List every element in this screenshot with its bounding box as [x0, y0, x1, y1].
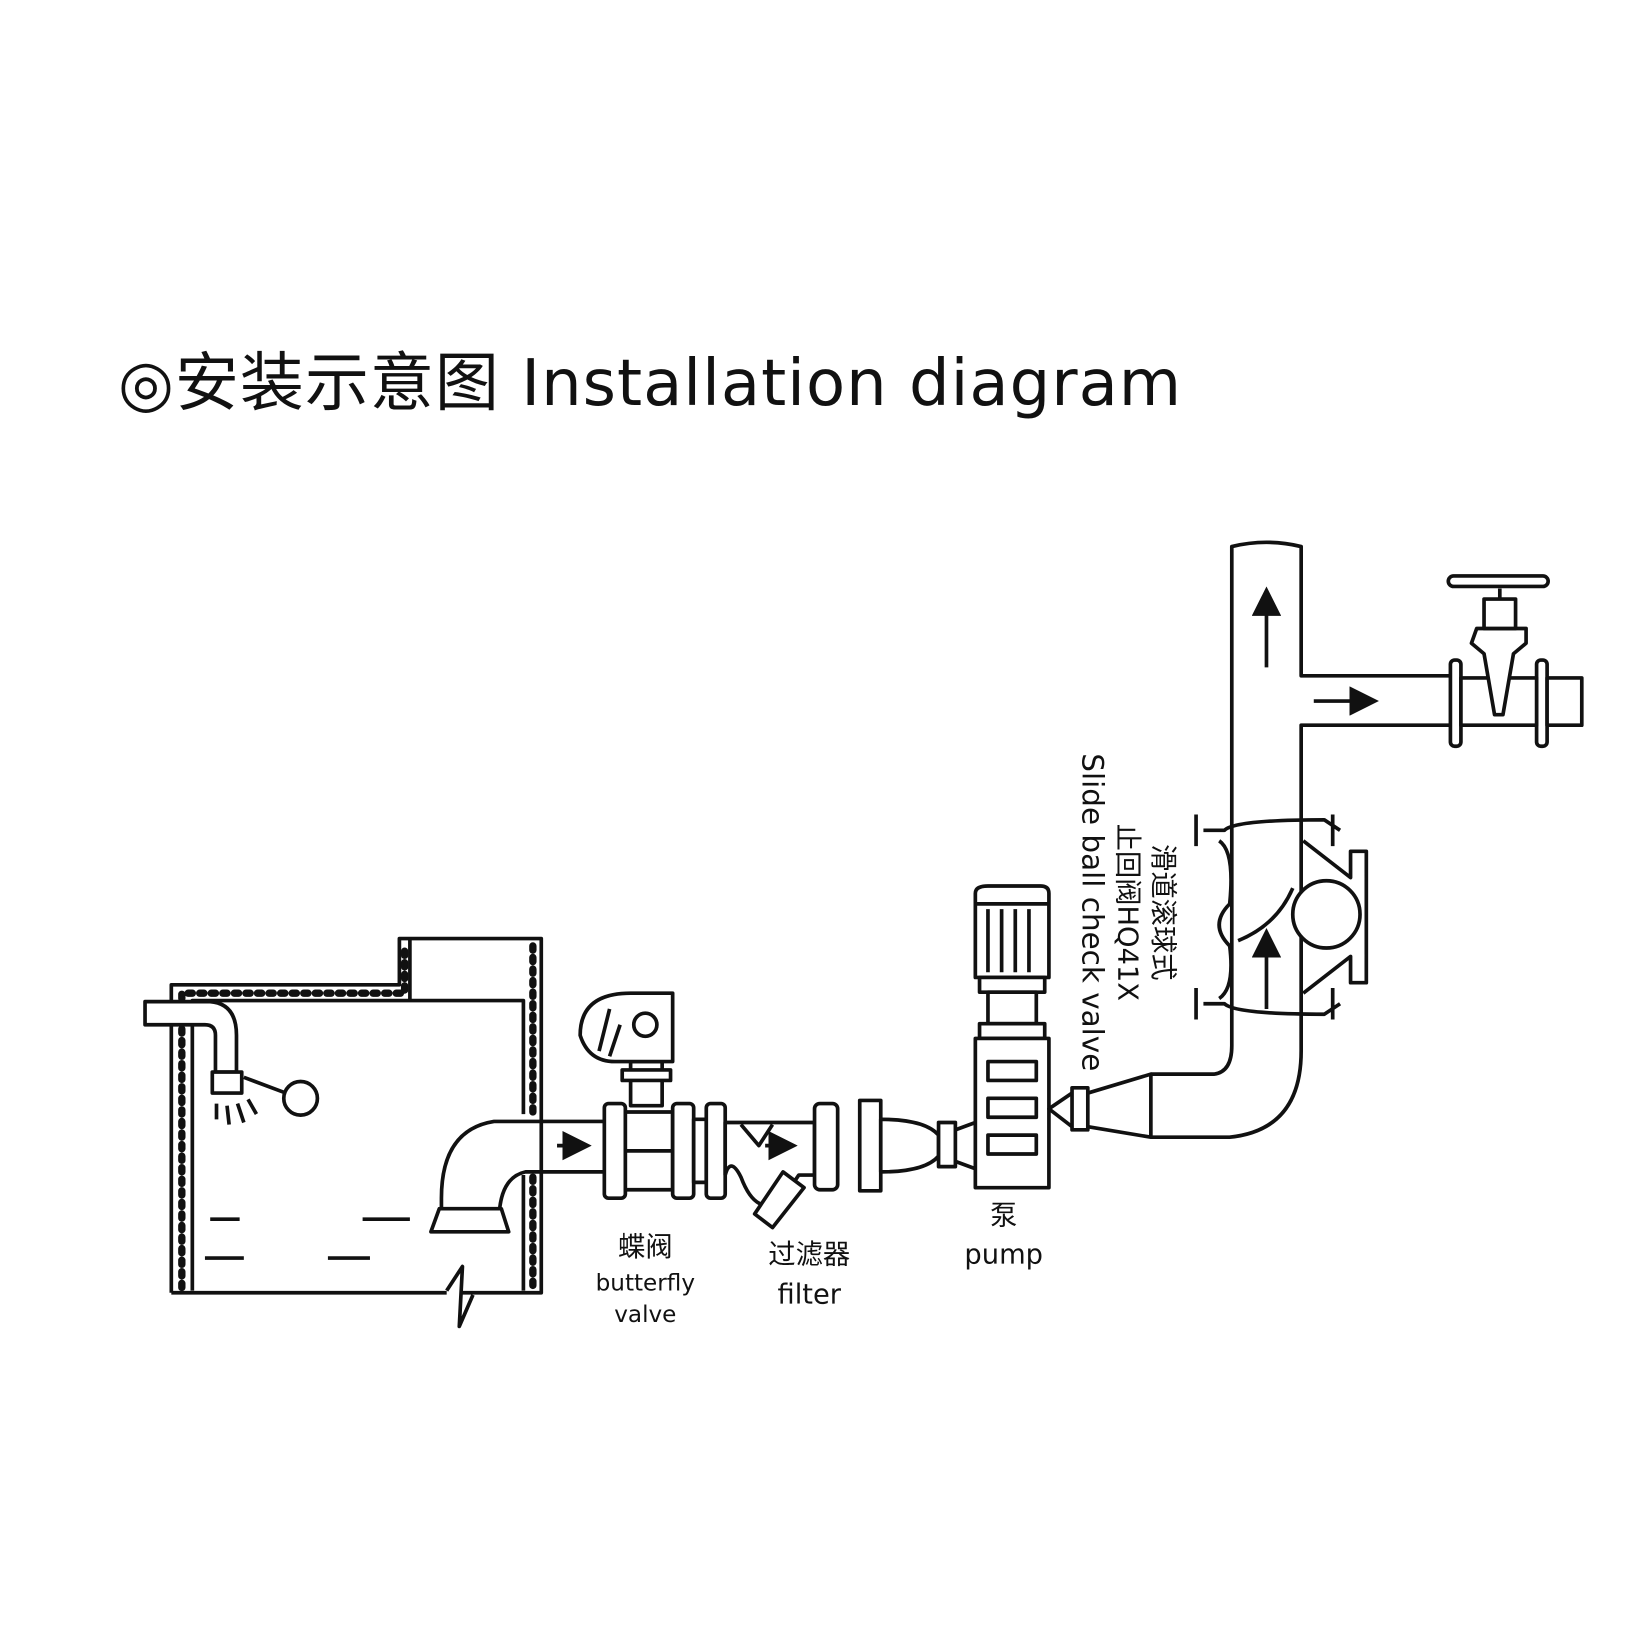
- label-en: pump: [964, 1239, 1043, 1270]
- slide-ball-check-valve: [1194, 814, 1369, 1020]
- actuator: [578, 991, 675, 1064]
- handwheel: [1446, 574, 1550, 589]
- label-butterfly-valve: 蝶阀 butterfly valve: [596, 1232, 695, 1328]
- pump: [954, 884, 1051, 1190]
- break-mark: [445, 1264, 475, 1329]
- water-level-marks: [204, 1217, 410, 1260]
- check-ball: [1290, 878, 1362, 950]
- title-zh: 安装示意图: [174, 347, 500, 421]
- label-en: filter: [778, 1279, 842, 1310]
- label-en-2: valve: [614, 1302, 676, 1328]
- label-en-1: butterfly: [596, 1271, 695, 1297]
- discharge-pipe: [1047, 540, 1451, 1140]
- float-ball: [281, 1079, 320, 1117]
- butterfly-valve: [578, 991, 728, 1201]
- y-filter: [723, 1098, 958, 1230]
- water-tank: [169, 936, 544, 1329]
- filter-branch: [752, 1170, 806, 1230]
- label-zh: 泵: [990, 1200, 1017, 1231]
- title-symbol: ◎: [118, 347, 175, 421]
- label-pump: 泵 pump: [964, 1200, 1043, 1270]
- bell-mouth: [429, 1206, 511, 1234]
- label-zh: 蝶阀: [618, 1232, 673, 1263]
- label-check-valve: 滑道滚球式 止回阀HQ41X Slide ball check valve: [1076, 753, 1178, 1071]
- gate-valve: [1446, 574, 1584, 749]
- title-en: Installation diagram: [521, 347, 1183, 421]
- label-en: Slide ball check valve: [1076, 753, 1110, 1071]
- label-filter: 过滤器 filter: [768, 1239, 850, 1310]
- label-zh-2: 止回阀HQ41X: [1111, 824, 1142, 1001]
- suction-pipe: [429, 1119, 605, 1234]
- inlet-pipe-float-valve: [143, 999, 320, 1125]
- page-title: ◎安装示意图 Installation diagram: [118, 332, 1182, 424]
- label-zh-1: 滑道滚球式: [1147, 844, 1178, 981]
- label-zh: 过滤器: [768, 1239, 850, 1270]
